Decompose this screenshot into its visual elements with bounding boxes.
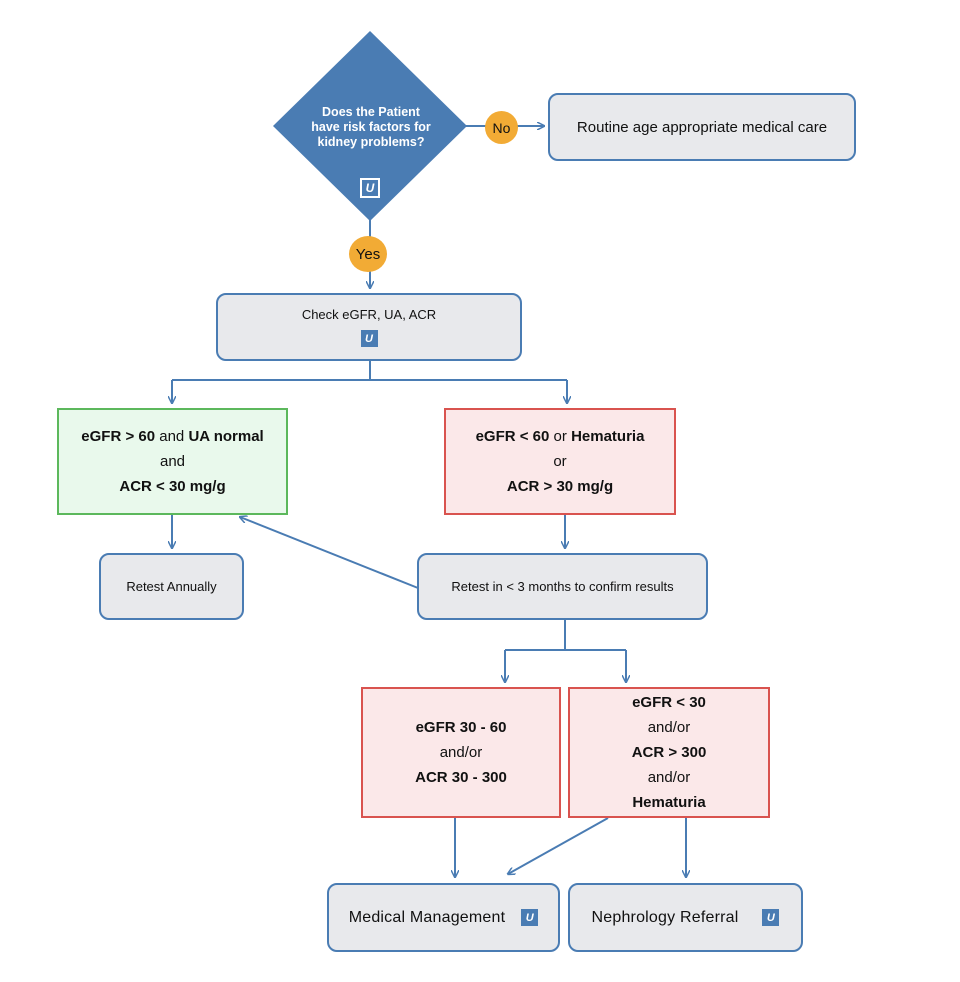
medical-management-box: Medical Management U: [327, 883, 560, 952]
retest-annually-text: Retest Annually: [126, 579, 217, 594]
normal-egfr: eGFR > 60: [81, 428, 156, 445]
abnormal-or: or: [553, 453, 567, 470]
abnormal-acr: ACR > 30 mg/g: [506, 478, 614, 495]
check-u-badge-icon[interactable]: U: [360, 330, 378, 347]
retest-annually-box: Retest Annually: [99, 553, 244, 620]
nephrology-referral-box: Nephrology Referral U: [568, 883, 803, 952]
abnormal-result-box: eGFR < 60 or Hematuria or ACR > 30 mg/g: [444, 408, 676, 515]
moderate-box: eGFR 30 - 60 and/or ACR 30 - 300: [361, 687, 561, 818]
normal-result-box: eGFR > 60 and UA normal and ACR < 30 mg/…: [57, 408, 288, 515]
routine-care-box: Routine age appropriate medical care: [548, 93, 856, 161]
abnormal-egfr: eGFR < 60: [475, 428, 550, 445]
nephrology-referral-u-badge-icon[interactable]: U: [762, 909, 780, 926]
medical-management-u-badge-icon[interactable]: U: [521, 909, 539, 926]
decision-question: Does the Patient have risk factors for k…: [311, 105, 431, 149]
moderate-egfr: eGFR 30 - 60: [415, 719, 507, 736]
severe-box: eGFR < 30 and/or ACR > 300 and/or Hematu…: [568, 687, 770, 818]
check-tests-box: Check eGFR, UA, ACR U: [216, 293, 522, 361]
severe-andor-1: and/or: [647, 719, 691, 736]
retest-confirm-text: Retest in < 3 months to confirm results: [451, 579, 674, 594]
nephrology-referral-text: Nephrology Referral: [591, 908, 739, 926]
abnormal-hematuria: Hematuria: [571, 428, 645, 445]
normal-and: and: [159, 453, 186, 470]
moderate-acr: ACR 30 - 300: [415, 769, 507, 786]
moderate-andor: and/or: [439, 744, 483, 761]
check-tests-text: Check eGFR, UA, ACR: [301, 307, 437, 322]
severe-andor-2: and/or: [647, 769, 691, 786]
medical-management-text: Medical Management: [348, 908, 506, 926]
severe-acr: ACR > 300: [631, 744, 707, 761]
retest-confirm-box: Retest in < 3 months to confirm results: [417, 553, 708, 620]
decision-u-badge-icon[interactable]: U: [360, 178, 380, 198]
decision-diamond: [273, 31, 467, 221]
severe-hematuria: Hematuria: [632, 794, 706, 811]
normal-ua: UA normal: [188, 428, 264, 445]
yes-label: Yes: [349, 236, 387, 272]
no-label: No: [485, 111, 518, 144]
routine-care-text: Routine age appropriate medical care: [576, 118, 828, 136]
normal-acr: ACR < 30 mg/g: [119, 478, 226, 495]
severe-egfr: eGFR < 30: [632, 694, 706, 711]
